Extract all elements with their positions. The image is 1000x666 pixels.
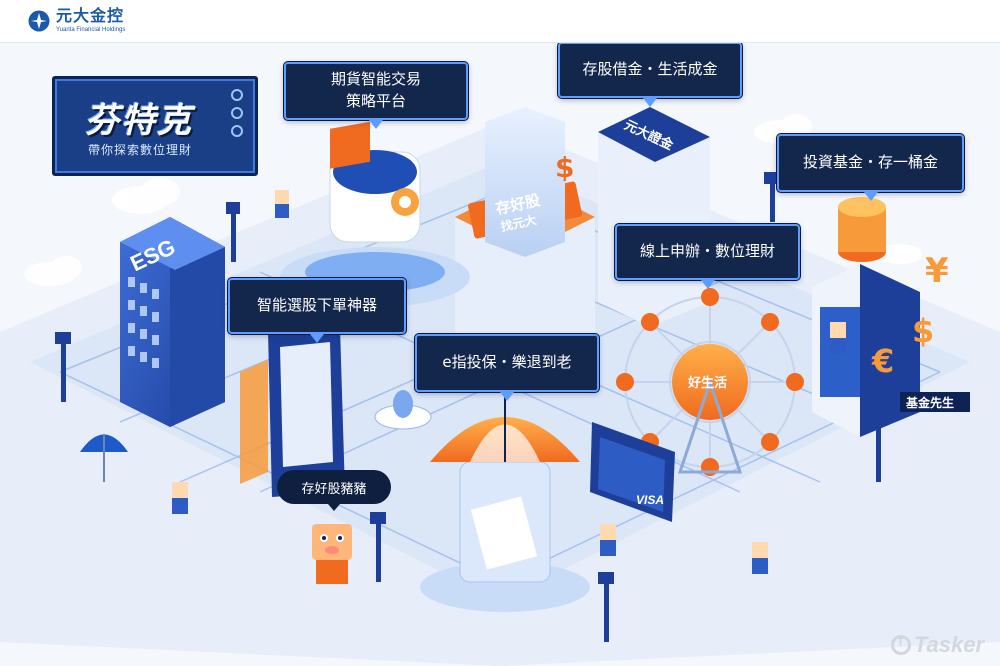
watermark-text: Tasker [913,632,984,657]
fintech-title-sign: 芬特克 帶你探索數位理財 [52,76,258,176]
svg-text:$: $ [555,151,574,184]
logo-text-en: Yuanta Financial Holdings [56,27,126,33]
hotspot-futures-strategy[interactable]: 期貨智能交易 策略平台 [284,62,468,129]
svg-text:€: € [871,342,894,380]
hotspot-stock-loan-label: 存股借金・生活成金 [582,60,718,79]
yuanta-logo-icon [28,10,50,31]
hotspot-funds[interactable]: 投資基金・存一桶金 [777,134,964,201]
hotspot-stock-picker-label: 智能選股下單神器 [256,296,377,315]
fund-sign-text: 基金先生 [905,395,954,410]
tasker-logo-icon [890,635,911,655]
top-header: 元大金控 Yuanta Financial Holdings [0,0,1000,43]
svg-text:¥: ¥ [925,251,949,291]
hotspot-stock-loan[interactable]: 存股借金・生活成金 [558,42,742,107]
ferris-wheel-text: 好生活 [687,375,727,391]
hotspot-pig-savings[interactable]: 存好股豬豬 [277,470,391,511]
hotspot-online-application[interactable]: 線上申辦・數位理財 [615,224,800,289]
hotspot-pig-label: 存好股豬豬 [301,481,367,497]
sign-decor-rings [231,89,247,143]
yuanta-logo[interactable]: 元大金控 Yuanta Financial Holdings [28,8,125,33]
hotspot-futures-line2: 策略平台 [345,92,406,110]
hotspot-funds-label: 投資基金・存一桶金 [802,153,938,172]
card-visa-text: VISA [636,493,664,507]
hotspot-insurance-label: e指投保・樂退到老 [442,353,572,372]
hotspot-stock-picker[interactable]: 智能選股下單神器 [228,278,406,343]
logo-text-cn: 元大金控 [56,6,125,25]
svg-text:$: $ [912,312,934,350]
hotspot-insurance[interactable]: e指投保・樂退到老 [415,334,599,401]
sign-title: 芬特克 [85,101,193,141]
esg-building [120,217,225,427]
hotspot-online-label: 線上申辦・數位理財 [639,242,775,261]
hotspot-futures-line1: 期貨智能交易 [330,70,421,89]
tasker-watermark: Tasker [890,632,984,658]
sign-subtitle: 帶你探索數位理財 [87,143,192,157]
tower-banner-text-2: 找元大 [499,212,537,234]
pig-mascot [312,524,352,584]
